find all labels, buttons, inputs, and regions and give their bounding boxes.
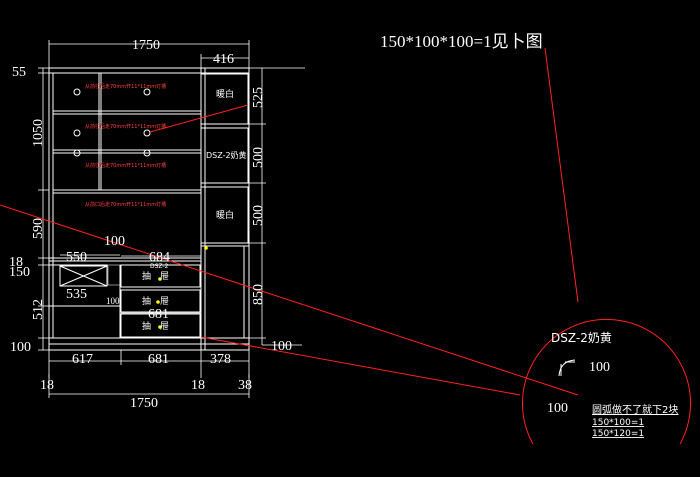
label-drawer-2: 抽 屉 — [142, 295, 169, 307]
zoom-line-2: 150*120=1 — [592, 429, 644, 439]
label-dsz-yellow: DSZ-2奶黄 — [206, 150, 247, 160]
dim-mid-100: 100 — [104, 234, 125, 249]
label-drawer-1: 抽 屉 — [142, 270, 169, 282]
shelf-note-2: 从前往后走70mm开11*11mm灯槽 — [85, 123, 166, 130]
label-nuanbai-top: 暖白 — [216, 88, 234, 100]
zoom-note: 圆弧做不了就下2块 — [592, 403, 678, 416]
dim-bot-681: 681 — [148, 352, 169, 367]
dim-mid-100-small: 100 — [106, 296, 120, 306]
dim-top-right: 416 — [213, 52, 234, 67]
shelf-note-3: 从前往后走70mm开11*11mm灯槽 — [85, 162, 166, 169]
door-panel-nuanbai-mid — [200, 186, 249, 244]
dim-right-850: 850 — [251, 284, 266, 305]
dim-mid-550: 550 — [66, 250, 87, 265]
dim-mid-535: 535 — [66, 287, 87, 302]
door-panel-nuanbai-top — [200, 73, 249, 125]
dim-mid-681: 681 — [148, 307, 169, 322]
door-panel-dsz — [200, 127, 249, 184]
dim-top-width: 1750 — [132, 38, 160, 53]
zoom-circle — [522, 318, 691, 445]
dim-bottom-width: 1750 — [130, 396, 158, 411]
cabinet-outline — [48, 67, 250, 351]
zoom-dim-left: 100 — [547, 401, 568, 416]
dim-left-18: 18 — [9, 255, 23, 270]
dim-bot-617: 617 — [72, 352, 93, 367]
dim-left-1050: 1050 — [31, 119, 46, 147]
dim-right-500a: 500 — [251, 147, 266, 168]
dim-mid-684: 684 — [149, 250, 170, 265]
dim-bot-378: 378 — [210, 352, 231, 367]
zoom-line-1: 150*100=1 — [592, 418, 644, 428]
shelf-note-4: 从前口后走70mm开11*11mm灯槽 — [85, 201, 166, 208]
dim-bot-18b: 18 — [191, 378, 205, 393]
zoom-dim-right: 100 — [589, 360, 610, 375]
shelf-note-1: 从前往后走70mm开11*11mm灯槽 — [85, 83, 166, 90]
dim-top-left: 55 — [12, 65, 26, 80]
zoom-title: DSZ-2奶黄 — [551, 331, 612, 345]
drawing-title: 150*100*100=1见卜图 — [380, 32, 543, 51]
label-drawer-tag: DSZ-2 — [150, 263, 169, 270]
dim-right-525: 525 — [251, 87, 266, 108]
dim-left-150: 150 — [9, 265, 30, 280]
knob — [204, 246, 208, 250]
dim-right-100: 100 — [271, 339, 292, 354]
label-drawer-3: 抽 屉 — [142, 320, 169, 332]
dim-bot-18a: 18 — [40, 378, 54, 393]
dim-left-100: 100 — [10, 340, 31, 355]
dim-bot-38: 38 — [238, 378, 252, 393]
dim-left-590: 590 — [31, 218, 46, 239]
label-nuanbai-mid: 暖白 — [216, 209, 234, 221]
dim-right-500b: 500 — [251, 205, 266, 226]
dim-left-512: 512 — [31, 299, 46, 320]
